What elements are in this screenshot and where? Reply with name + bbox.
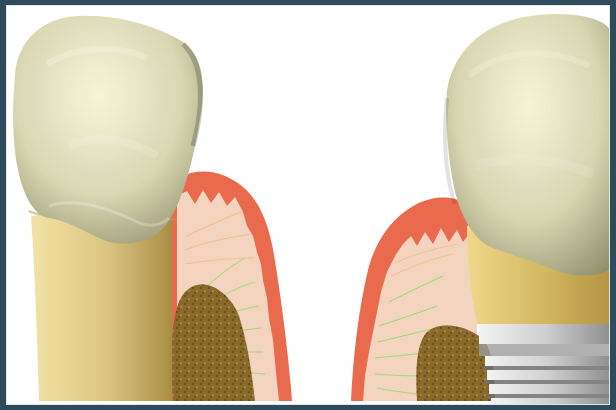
dental-illustration-canvas [6,5,610,405]
tooth-root [31,213,172,401]
dental-illustration [7,6,610,405]
implant-screw [479,324,610,405]
